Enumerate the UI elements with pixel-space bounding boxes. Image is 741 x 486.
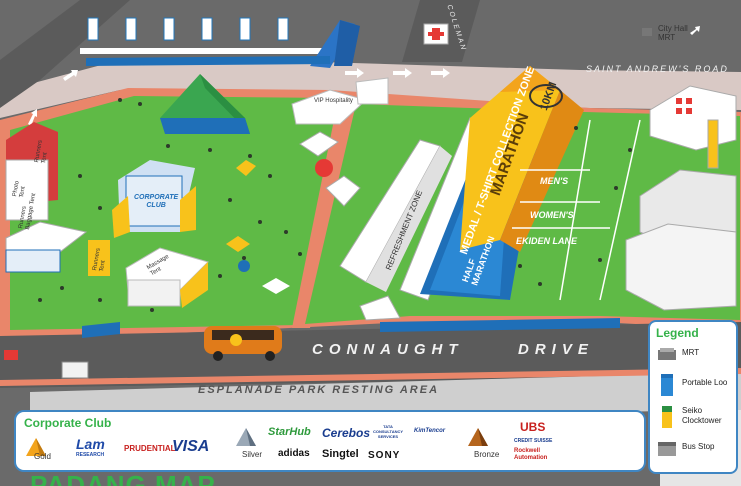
city-hall-mrt-label: City Hall MRT	[658, 24, 688, 42]
corporate-club-tent	[112, 160, 196, 238]
legend-panel: Legend MRT Portable Loo Seiko Clocktower…	[648, 320, 738, 474]
divider-path	[292, 100, 356, 328]
clocktower-icon	[662, 406, 672, 428]
adidas-logo: adidas	[278, 448, 310, 459]
vip-hospitality-label: VIP Hospitality	[314, 98, 353, 104]
photo-booth	[4, 350, 89, 379]
starhub-logo: StarHub	[268, 426, 311, 438]
silver-tier-icon	[236, 428, 256, 446]
medical-tents	[315, 23, 449, 321]
legend-item-clocktower: Seiko Clocktower	[656, 404, 734, 432]
gold-tier-label: Gold	[34, 452, 51, 461]
road-arrows	[28, 26, 700, 126]
mens-lane-label: MEN'S	[540, 176, 569, 186]
connaught-label: CONNAUGHT	[312, 341, 464, 358]
visa-logo: VISA	[172, 438, 210, 455]
page-title: PADANG MAP	[30, 470, 216, 486]
esplanade-park-label: ESPLANADE PARK RESTING AREA	[198, 384, 440, 396]
mrt-icon	[658, 348, 676, 360]
baggage-tents	[5, 122, 110, 276]
marathon-tent	[460, 66, 584, 252]
portable-loo-icon	[661, 374, 673, 396]
right-buildings	[625, 85, 737, 311]
legend-title: Legend	[656, 326, 699, 340]
rockwell-automation-logo: Rockwell Automation	[514, 448, 548, 461]
womens-lane-label: WOMEN'S	[530, 210, 574, 220]
sony-logo: SONY	[368, 450, 401, 461]
saint-andrews-road-label: SAINT ANDREW'S ROAD	[586, 64, 729, 74]
gold-tier-icon	[26, 438, 46, 456]
lam-research-sub: RESEARCH	[76, 452, 105, 458]
bus-icon	[204, 326, 282, 361]
drive-label: DRIVE	[518, 341, 594, 358]
legend-label-portable-loo: Portable Loo	[682, 378, 728, 387]
refreshment-zone-tent	[339, 139, 452, 292]
cerebos-logo: Cerebos	[322, 426, 371, 440]
silver-tier-label: Silver	[242, 450, 263, 459]
bus-stop-icon	[658, 442, 676, 456]
blue-tent	[160, 74, 250, 134]
legend-label-mrt: MRT	[682, 348, 700, 357]
runner-crowd	[38, 98, 632, 312]
legend-item-portable-loo: Portable Loo	[656, 372, 734, 400]
bronze-tier-label: Bronze	[474, 450, 500, 459]
legend-label-clocktower: Seiko Clocktower	[682, 406, 722, 425]
corporate-club-tent-label: CORPORATE CLUB	[134, 194, 179, 209]
legend-item-mrt: MRT	[656, 342, 734, 370]
bottom-kerb	[0, 368, 741, 386]
mrt-icon	[642, 28, 652, 36]
massage-tent	[125, 247, 209, 308]
ekiden-lane-label: EKIDEN LANE	[516, 236, 578, 246]
corporate-club-panel: Corporate Club Gold Lam RESEARCH PRUDENT…	[14, 410, 646, 472]
esplanade-park	[30, 372, 741, 420]
tcs-logo: TATA CONSULTANCY SERVICES	[372, 424, 404, 439]
lam-research-logo: Lam	[76, 436, 105, 452]
vip-hospitality-tent	[291, 77, 389, 125]
bronze-tier-icon	[468, 428, 488, 446]
ubs-logo: UBS	[520, 420, 546, 434]
kla-tencor-logo: KimTencor	[414, 428, 446, 434]
prudential-logo: PRUDENTIAL	[124, 444, 176, 453]
singtel-logo: Singtel	[322, 448, 359, 460]
legend-label-bus-stop: Bus Stop	[682, 442, 715, 451]
bleacher-strips	[82, 56, 620, 338]
photo-tent-label: Photo Tent	[12, 180, 27, 199]
legend-item-bus-stop: Bus Stop	[656, 436, 734, 464]
top-banners	[80, 17, 360, 68]
corporate-club-title: Corporate Club	[24, 416, 112, 430]
credit-suisse-logo: CREDIT SUISSE	[514, 438, 553, 444]
ekiden-lanes	[512, 119, 641, 301]
small-tents	[226, 131, 361, 294]
